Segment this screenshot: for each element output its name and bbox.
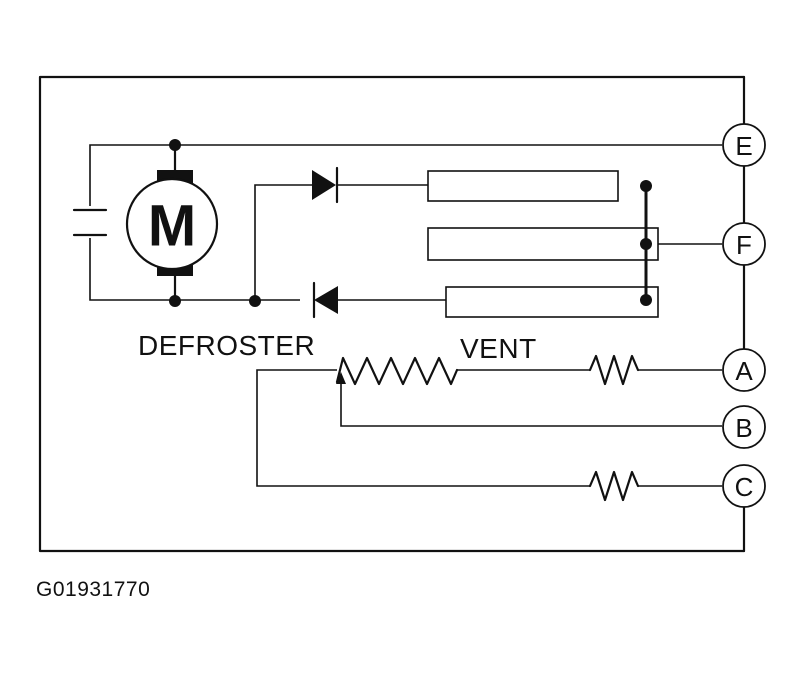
defroster-label: DEFROSTER [138,330,315,361]
wire-capacitor-lower [89,238,300,301]
switch-dot-top [640,180,652,192]
terminal-c-label: C [735,472,754,502]
wire-diode-branch [254,184,312,300]
wire-top-to-e [89,144,722,206]
terminal-a: A [722,348,766,392]
resistor-main-zigzag [335,356,459,386]
resistor-c-zigzag [588,470,640,502]
switch-dot-middle [640,238,652,250]
motor-label: M [148,194,196,259]
wiper-arrow-icon [336,372,346,384]
terminal-f-label: F [736,230,752,260]
terminal-c: C [722,464,766,508]
terminal-b: B [722,405,766,449]
wire-c-loop [256,369,590,487]
diode-lower-icon [314,286,338,314]
junction-motor-top [169,139,181,151]
figure-id: G01931770 [36,578,151,601]
resistor-a-zigzag [588,354,640,386]
terminal-f: F [722,222,766,266]
motor-symbol [125,177,219,271]
diode-upper-icon [312,170,336,200]
contact-strip-lower [445,286,659,318]
contact-strip-upper [427,170,619,202]
terminal-e-label: E [735,131,752,161]
wire-wiper-to-b [340,380,722,427]
junction-motor-bottom [169,295,181,307]
contact-strip-middle [427,227,659,261]
switch-dot-bottom [640,294,652,306]
terminal-b-label: B [735,413,752,443]
junction-defroster [249,295,261,307]
vent-label: VENT [460,333,537,364]
housing-outline [38,75,746,553]
terminal-e: E [722,123,766,167]
terminal-a-label: A [735,356,753,386]
